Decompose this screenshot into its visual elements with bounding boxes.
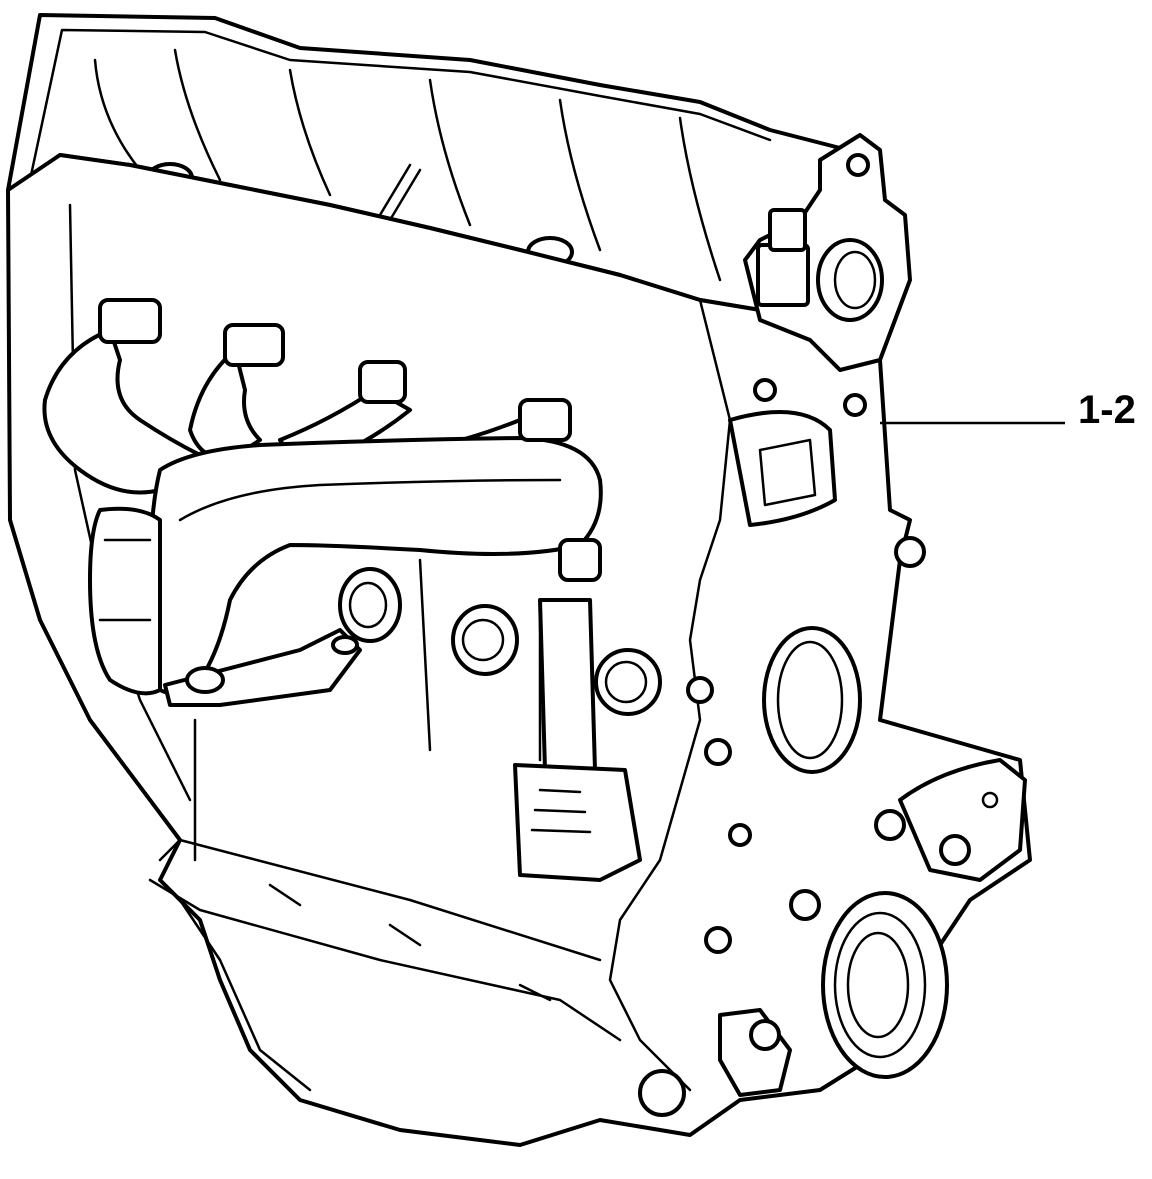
engine-mount-bracket (743, 133, 912, 372)
dipstick-guide (513, 598, 642, 882)
manifold-nuts (98, 298, 602, 582)
auxiliary-bracket (789, 758, 1027, 921)
callout-label: 1-2 (1078, 388, 1136, 432)
crankshaft-pulley (718, 891, 949, 1097)
core-plugs (338, 567, 662, 716)
exhaust-manifold (42, 328, 603, 707)
starter-motor (88, 506, 162, 696)
timing-cover (604, 298, 926, 1117)
